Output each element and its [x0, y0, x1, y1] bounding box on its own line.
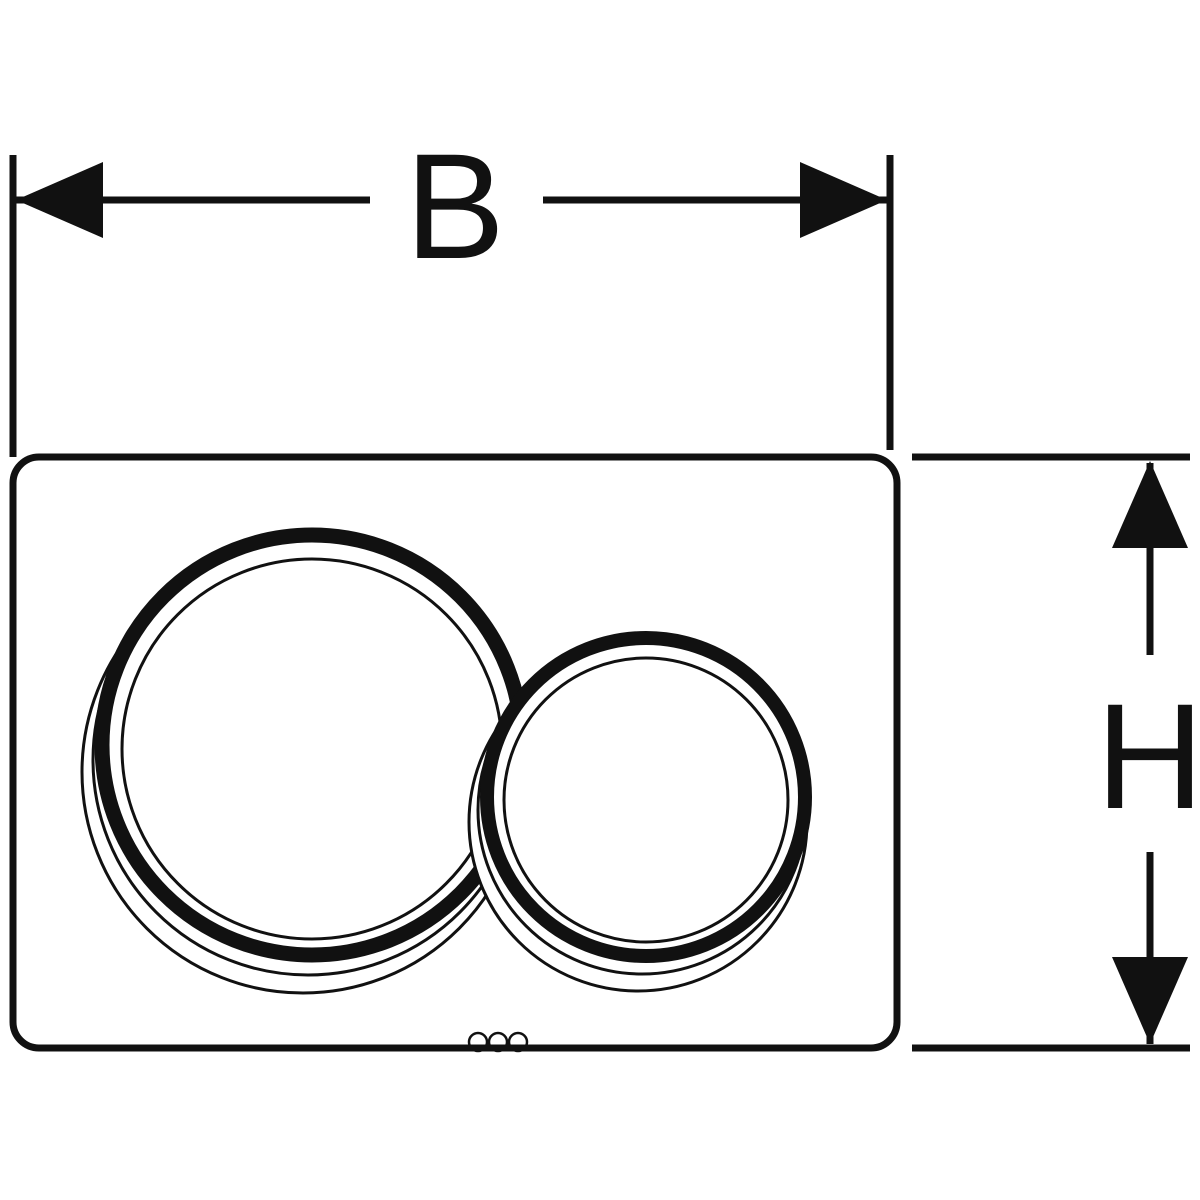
dim-h-label: H [1096, 672, 1200, 840]
dim-b-arrowhead-left-icon [16, 162, 103, 238]
small-button-inner-edge [502, 656, 790, 944]
dim-h-arrowhead-down-icon [1112, 957, 1188, 1044]
flush-plate [9, 453, 901, 1053]
dim-b-arrowhead-right-icon [800, 162, 887, 238]
large-flush-button [80, 527, 530, 995]
plate-outline [9, 453, 901, 1052]
small-button-ring [480, 631, 812, 963]
dimension-height: H [912, 453, 1200, 1052]
dim-h-arrowhead-up-icon [1112, 461, 1188, 548]
dim-b-label: B [405, 122, 505, 290]
small-flush-button [467, 631, 812, 993]
dimension-width: B [9, 122, 894, 457]
large-button-ring [94, 527, 530, 963]
